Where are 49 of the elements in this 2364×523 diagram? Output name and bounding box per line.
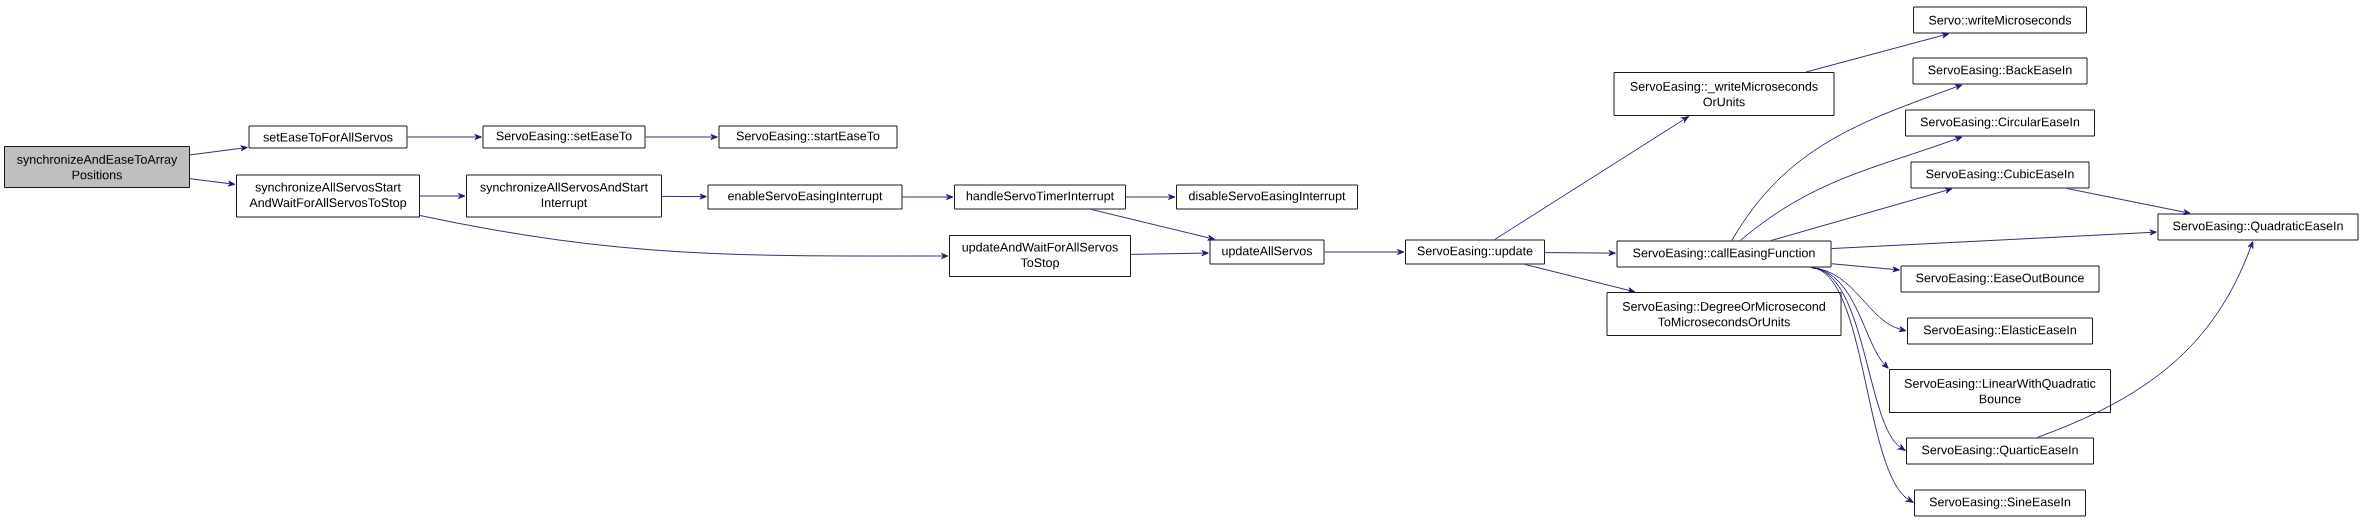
function-box: synchronizeAndEaseToArray Positions [4, 146, 190, 188]
arrow [1811, 267, 1914, 503]
arrow [661, 193, 707, 200]
arrow [1770, 187, 1953, 241]
arrow [1544, 250, 1616, 256]
function-box: ServoEasing::callEasingFunction [1616, 240, 1832, 268]
arrow [419, 215, 949, 259]
arrow [1831, 229, 2157, 249]
function-box: ServoEasing::BackEaseIn [1912, 57, 2088, 85]
function-box: ServoEasing::setEaseTo [482, 125, 646, 149]
function-box: handleServoTimerInterrupt [954, 184, 1126, 210]
arrow [1831, 263, 1900, 273]
arrow [1324, 249, 1405, 255]
arrow [2036, 241, 2254, 438]
arrow [407, 134, 482, 140]
arrow [189, 178, 236, 187]
arrow [1125, 194, 1176, 200]
function-box: updateAllServos [1209, 239, 1325, 265]
function-box: ServoEasing::EaseOutBounce [1900, 265, 2100, 293]
function-box: ServoEasing::CircularEaseIn [1905, 109, 2095, 137]
arrow [645, 134, 718, 140]
arrow [189, 145, 248, 156]
function-box: updateAndWaitForAllServos ToStop [949, 235, 1131, 277]
arrow [1805, 32, 1950, 73]
arrow [2066, 188, 2191, 215]
function-box: ServoEasing::_writeMicroseconds OrUnits [1613, 72, 1835, 116]
function-box: disableServoEasingInterrupt [1176, 184, 1358, 210]
function-box: ServoEasing::startEaseTo [718, 125, 898, 149]
arrow [419, 193, 466, 199]
arrow [1494, 116, 1689, 240]
function-box: synchronizeAllServosStart AndWaitForAllServosToStop [236, 174, 420, 218]
function-box: ServoEasing::CubicEaseIn [1910, 161, 2090, 189]
arrow [1130, 250, 1209, 257]
function-box: ServoEasing::QuadraticEaseIn [2157, 213, 2359, 241]
function-box: ServoEasing::update [1405, 239, 1545, 265]
arrow [1731, 84, 1963, 241]
arrow [902, 194, 954, 200]
function-box: ServoEasing::SineEaseIn [1914, 489, 2086, 517]
function-box: setEaseToForAllServos [248, 125, 408, 149]
function-box: enableServoEasingInterrupt [707, 184, 903, 210]
function-box: ServoEasing::LinearWithQuadratic Bounce [1889, 369, 2111, 413]
function-box: ServoEasing::QuarticEaseIn [1906, 437, 2094, 465]
arrow [1524, 264, 1636, 294]
function-box: Servo::writeMicroseconds [1913, 6, 2087, 34]
arrow [1739, 136, 1963, 241]
function-box: ServoEasing::DegreeOrMicrosecond ToMicrosecondsOrUnits [1606, 292, 1842, 336]
function-box: synchronizeAllServosAndStart Interrupt [466, 174, 662, 218]
function-box: ServoEasing::ElasticEaseIn [1907, 317, 2093, 345]
arrow [1090, 209, 1215, 241]
